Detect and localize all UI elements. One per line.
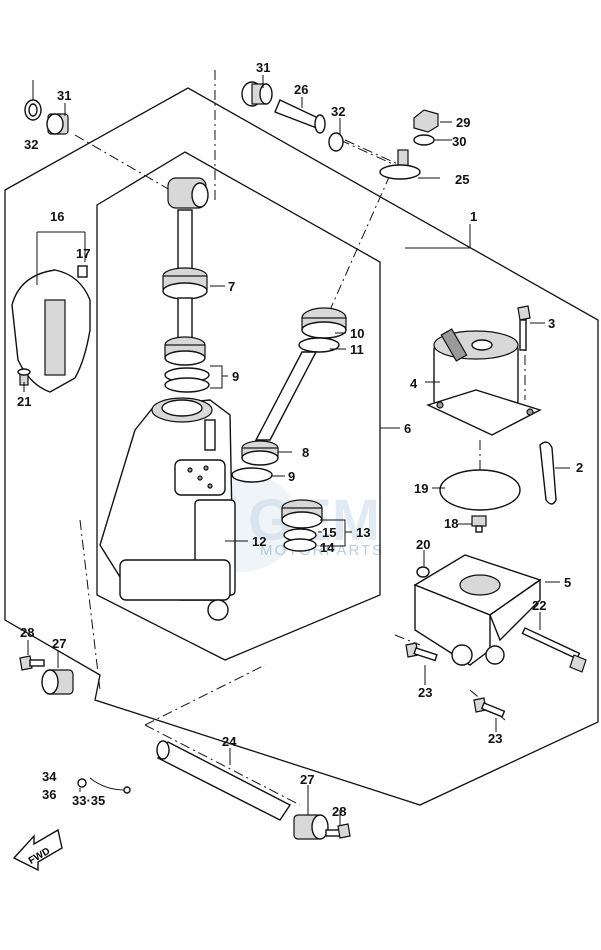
label-part-28-b: 28 (332, 804, 346, 819)
ground-wire (77, 777, 131, 794)
label-part-9-b: 9 (288, 469, 295, 484)
label-part-28-a: 28 (20, 625, 34, 640)
bolt-3 (517, 305, 531, 351)
motor-4 (426, 328, 542, 436)
nut-washer-stud (379, 109, 439, 180)
bolt-23-a (405, 642, 438, 662)
bolt-28-right (325, 823, 351, 839)
leader-lines (23, 75, 570, 826)
bolt-23-b (473, 697, 506, 718)
part-labels: 1 2 3 4 5 6 7 8 9 9 10 11 12 13 14 15 16… (17, 60, 583, 819)
label-part-30: 30 (452, 134, 466, 149)
label-part-27-a: 27 (52, 636, 66, 651)
label-part-21: 21 (17, 394, 31, 409)
label-part-26: 26 (294, 82, 308, 97)
label-part-13: 13 (356, 525, 370, 540)
pump-5 (413, 554, 542, 666)
o-ring-19 (439, 469, 521, 511)
label-part-5: 5 (564, 575, 571, 590)
label-part-1: 1 (470, 209, 477, 224)
label-part-27-b: 27 (300, 772, 314, 787)
label-part-29: 29 (456, 115, 470, 130)
assembly-frame-inner (96, 151, 381, 661)
bushing-31-left (24, 99, 69, 135)
cylinder-body-6 (99, 397, 236, 621)
label-part-23-a: 23 (418, 685, 432, 700)
label-part-20: 20 (416, 537, 430, 552)
construction-lines (74, 70, 526, 806)
label-part-14: 14 (320, 540, 335, 555)
label-part-22: 22 (532, 598, 546, 613)
label-part-33-35: 33·35 (72, 793, 105, 808)
bushing-27-right (293, 814, 329, 840)
valve-13 (281, 499, 323, 552)
label-part-31-b: 31 (256, 60, 270, 75)
bolt-28-left (19, 655, 45, 671)
label-part-32-b: 32 (331, 104, 345, 119)
label-part-8: 8 (302, 445, 309, 460)
bolt-22 (521, 627, 587, 673)
shaft-24 (156, 740, 292, 821)
label-part-24: 24 (222, 734, 237, 749)
assembly-frame-outer (4, 87, 599, 806)
cover-16 (11, 265, 91, 393)
label-part-23-b: 23 (488, 731, 502, 746)
piston-rod-7 (162, 177, 210, 393)
label-part-15: 15 (322, 525, 336, 540)
label-part-3: 3 (548, 316, 555, 331)
label-part-31-a: 31 (57, 88, 71, 103)
label-part-19: 19 (414, 481, 428, 496)
label-part-4: 4 (410, 376, 418, 391)
label-part-16: 16 (50, 209, 64, 224)
label-part-7: 7 (228, 279, 235, 294)
label-part-6: 6 (404, 421, 411, 436)
label-part-9-a: 9 (232, 369, 239, 384)
label-part-18: 18 (444, 516, 458, 531)
clip-2 (539, 441, 557, 505)
shaft-26 (241, 81, 344, 152)
bushing-27-left (41, 669, 74, 695)
o-ring-20 (416, 566, 430, 578)
label-part-32-a: 32 (24, 137, 38, 152)
label-part-34: 34 (42, 769, 57, 784)
label-part-12: 12 (252, 534, 266, 549)
fwd-arrow: FWD (12, 828, 63, 872)
label-part-17: 17 (76, 246, 90, 261)
tube-8 (231, 307, 347, 483)
label-part-11: 11 (350, 342, 364, 357)
label-part-36: 36 (42, 787, 56, 802)
label-part-10: 10 (350, 326, 364, 341)
label-part-2: 2 (576, 460, 583, 475)
plug-18 (471, 515, 487, 533)
label-part-25: 25 (455, 172, 469, 187)
